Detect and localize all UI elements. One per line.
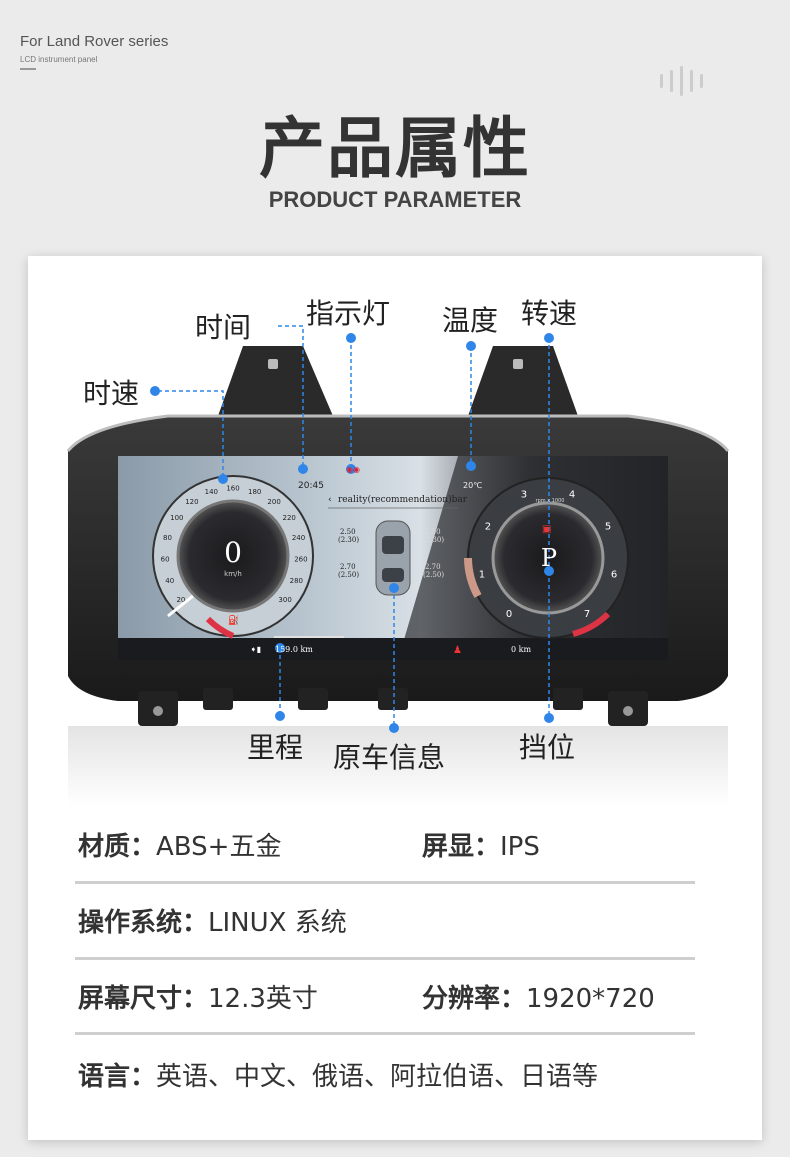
rpm-tick-7: 7 <box>584 609 590 620</box>
speed-tick-20: 20 <box>176 596 185 604</box>
trip-meter: 0 km <box>511 645 531 654</box>
page-subtitle: PRODUCT PARAMETER <box>268 187 522 212</box>
spec-resolution: 分辨率：1920*720 <box>422 978 655 1015</box>
spec-os-value: LINUX 系统 <box>208 908 347 938</box>
panel-reflection <box>68 726 728 806</box>
rpm-tick-3: 3 <box>521 490 527 501</box>
speed-tick-80: 80 <box>163 534 172 542</box>
divider <box>75 1032 695 1035</box>
right-ear <box>468 346 578 416</box>
speed-value: 0 <box>224 536 242 569</box>
speed-tick-100: 100 <box>170 514 183 522</box>
spec-language-label: 语言： <box>78 1062 157 1092</box>
odometer: 159.0 km <box>275 645 313 654</box>
spec-size-label: 屏幕尺寸： <box>78 984 209 1014</box>
page-title: 产品属性 <box>259 110 531 187</box>
rpm-tick-2: 2 <box>485 522 491 533</box>
spec-resolution-label: 分辨率： <box>422 984 527 1014</box>
speed-tick-120: 120 <box>185 498 198 506</box>
spec-display-value: IPS <box>500 832 540 862</box>
speed-unit: km/h <box>224 570 242 578</box>
seatbelt-icon: ♟ <box>453 645 462 656</box>
fuel-icon: ⛽ <box>228 614 239 626</box>
tachometer-ticks: 0 1 2 3 4 5 6 7 <box>479 490 618 620</box>
callout-time: 时间 <box>195 311 252 344</box>
brand-title: For Land Rover series <box>20 33 169 50</box>
speed-tick-240: 240 <box>292 534 305 542</box>
rpm-tick-4: 4 <box>569 490 575 501</box>
rpm-tick-0: 0 <box>506 609 512 620</box>
engine-warning-icon: ▣ <box>542 524 551 535</box>
spec-material: 材质：ABS+五金 <box>78 826 281 863</box>
callout-rpm: 转速 <box>521 297 578 330</box>
speed-tick-280: 280 <box>290 577 303 585</box>
speed-tick-220: 220 <box>283 514 296 522</box>
spec-display: 屏显：IPS <box>422 826 540 863</box>
menu-back-icon: ‹ <box>328 495 332 505</box>
divider <box>75 881 695 884</box>
spec-material-label: 材质： <box>78 832 157 862</box>
tire-rr: 2.70 <box>425 563 441 571</box>
brand-block: For Land Rover series LCD instrument pan… <box>20 33 168 70</box>
mount-tabs <box>138 688 648 726</box>
speed-tick-180: 180 <box>248 488 261 496</box>
brand-subtitle: LCD instrument panel <box>20 55 98 64</box>
divider <box>75 957 695 960</box>
tire-fl-rec: (2.30) <box>338 536 359 544</box>
speed-tick-140: 140 <box>205 488 218 496</box>
speed-tick-60: 60 <box>161 556 170 564</box>
rpm-tick-6: 6 <box>611 569 617 580</box>
spec-size: 屏幕尺寸：12.3英寸 <box>78 978 318 1015</box>
tire-fr-rec: (2.30) <box>423 536 444 544</box>
spec-resolution-value: 1920*720 <box>526 984 655 1014</box>
speed-tick-40: 40 <box>165 577 174 585</box>
callout-indicator: 指示灯 <box>306 297 391 330</box>
callout-car-info: 原车信息 <box>333 741 446 774</box>
menu-text: reality(recommendation)bar <box>338 494 468 505</box>
tire-rr-rec: (2.50) <box>423 571 444 579</box>
temperature-readout: 20℃ <box>463 481 482 490</box>
speed-tick-160: 160 <box>226 484 239 492</box>
callout-temperature: 温度 <box>442 304 499 337</box>
warning-indicator-icon: ◉◉ <box>346 465 360 474</box>
spec-os: 操作系统：LINUX 系统 <box>78 902 347 939</box>
spec-size-value: 12.3英寸 <box>208 984 318 1014</box>
rpm-tick-5: 5 <box>605 522 611 533</box>
rpm-tick-1: 1 <box>479 569 485 580</box>
tire-fr: 2.50 <box>425 528 441 536</box>
rpm-unit: rpm x 1000 <box>536 498 565 504</box>
tire-fl: 2.50 <box>340 528 356 536</box>
speed-tick-260: 260 <box>294 556 307 564</box>
gear-indicator: P <box>541 544 557 572</box>
spec-language-value: 英语、中文、俄语、阿拉伯语、日语等 <box>156 1062 599 1092</box>
callout-speed: 时速 <box>83 377 140 410</box>
spec-language: 语言：英语、中文、俄语、阿拉伯语、日语等 <box>78 1056 598 1093</box>
car-icon <box>375 520 411 596</box>
spec-material-value: ABS+五金 <box>156 832 282 862</box>
brand-dash <box>20 68 36 70</box>
callout-gear: 挡位 <box>519 731 576 764</box>
callout-mileage: 里程 <box>247 731 304 764</box>
tire-rl-rec: (2.50) <box>338 571 359 579</box>
decorative-bars-icon <box>660 66 703 96</box>
spec-os-label: 操作系统： <box>78 908 209 938</box>
odometer-icon: ➧▮ <box>250 645 261 654</box>
spec-display-label: 屏显： <box>422 832 501 862</box>
tire-rl: 2.70 <box>340 563 356 571</box>
speed-tick-300: 300 <box>278 596 291 604</box>
speed-tick-200: 200 <box>267 498 280 506</box>
clock: 20:45 <box>298 481 324 491</box>
left-ear <box>218 346 333 416</box>
